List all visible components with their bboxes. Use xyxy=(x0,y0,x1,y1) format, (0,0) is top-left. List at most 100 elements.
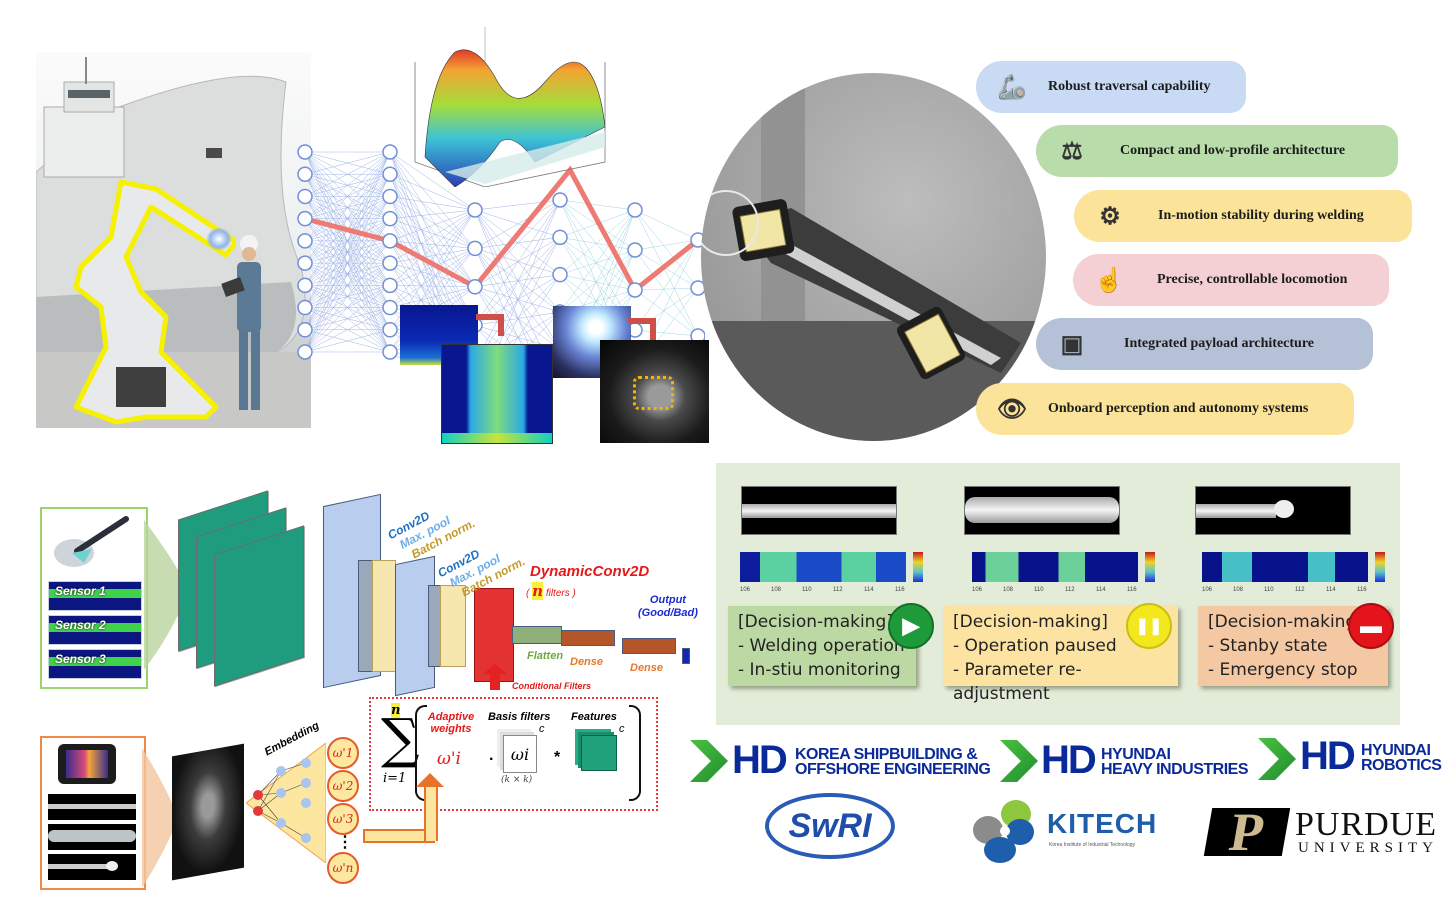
nn-edge xyxy=(389,196,458,360)
chip-network-icon: ▣ xyxy=(1060,331,1084,358)
purdue-logo-text: PURDUE xyxy=(1295,806,1438,843)
nn-edge xyxy=(474,286,561,350)
adaptive-weights-label: Adaptive weights xyxy=(427,711,475,735)
dynamic-conv-title: DynamicConv2D xyxy=(530,563,650,580)
colorbar xyxy=(1145,552,1155,582)
purdue-logo-mark: P xyxy=(1203,802,1291,862)
left-bracket xyxy=(415,705,427,801)
spectrogram-stop xyxy=(1192,552,1385,584)
nn-edge xyxy=(634,289,699,337)
kernel-size-label: (k × k) xyxy=(501,775,533,785)
crawler-robot-render xyxy=(701,73,1046,441)
nn-edge xyxy=(304,285,391,353)
spectrogram-x-tick: 108 xyxy=(1233,587,1244,593)
spectrogram-x-tick: 112 xyxy=(1065,587,1075,593)
nn-edge xyxy=(634,287,699,291)
funnel-arrow-orange xyxy=(142,748,178,888)
nn-edge xyxy=(389,209,476,308)
nn-edge xyxy=(389,248,476,308)
spectrogram-x-tick: 116 xyxy=(1357,587,1367,593)
spectrogram-paused xyxy=(962,552,1155,584)
nn-edge xyxy=(559,199,636,291)
bead-image-2 xyxy=(48,824,136,850)
melt-pool-image xyxy=(172,743,244,881)
play-icon[interactable]: ▶ xyxy=(888,603,934,649)
embedding-network xyxy=(246,743,326,863)
weld-pool-processed-image xyxy=(600,340,709,443)
stop-icon[interactable]: ▬ xyxy=(1348,603,1394,649)
spectrogram-x-tick: 114 xyxy=(1096,587,1106,593)
bead-broken-image xyxy=(1195,486,1351,535)
nn-node xyxy=(690,280,705,296)
eye-perception-icon: 👁 xyxy=(996,396,1028,423)
nn-edge xyxy=(474,248,561,350)
nn-edge xyxy=(502,274,561,360)
bn-layer-2 xyxy=(440,585,466,667)
adaptive-weight-symbol: ω'i xyxy=(437,749,461,769)
spectrogram-x-tick: 108 xyxy=(771,587,782,593)
colorbar xyxy=(1375,552,1385,582)
hd-ksoe-chevron-icon xyxy=(690,740,728,782)
nn-edge xyxy=(389,209,476,264)
nn-edge xyxy=(389,196,476,326)
nn-edge xyxy=(496,237,561,360)
nn-edge xyxy=(304,240,391,353)
nn-edge xyxy=(304,262,391,353)
weights-arrow-head xyxy=(416,773,444,787)
dense-label-1: Dense xyxy=(570,656,604,668)
sum-lower-bound: i=1 xyxy=(383,771,407,786)
feature-locomotion: ☝ Precise, controllable locomotion xyxy=(1073,254,1389,306)
pause-icon[interactable]: ❚❚ xyxy=(1126,603,1172,649)
flatten-layer xyxy=(512,626,562,644)
nn-edge xyxy=(474,209,561,275)
robot-arm-outline xyxy=(73,179,236,425)
nn-edge xyxy=(304,151,391,242)
nn-edge xyxy=(474,248,530,360)
nn-edge xyxy=(474,325,506,360)
output-label: Output(Good/Bad) xyxy=(638,594,698,619)
nn-edge xyxy=(474,199,561,326)
nn-edge xyxy=(474,209,561,238)
sensor-3-signal: Sensor 3 xyxy=(48,649,142,679)
conditional-arrow-head xyxy=(483,664,507,674)
ship-welding-scene xyxy=(36,52,311,428)
nn-edge xyxy=(389,174,476,287)
spectrogram-x-tick: 114 xyxy=(1326,587,1336,593)
nn-edge xyxy=(389,248,476,264)
nn-edge xyxy=(389,174,476,326)
operator-figure xyxy=(221,235,261,410)
spectrogram-x-tick: 116 xyxy=(895,587,905,593)
kitech-logo-mark xyxy=(973,800,1034,863)
hd-ksoe-name: KOREA SHIPBUILDING &OFFSHORE ENGINEERING xyxy=(795,746,991,778)
nn-node xyxy=(297,322,313,338)
dynamic-conv-filters: ( n filters ) xyxy=(526,582,576,600)
flatten-label: Flatten xyxy=(527,650,564,662)
feature-traversal: 🦾 Robust traversal capability xyxy=(976,61,1246,113)
spectrogram-processed xyxy=(441,344,553,444)
thermal-camera-icon xyxy=(58,744,116,784)
touch-screen-gear-icon: ☝ xyxy=(1094,267,1124,294)
thermal-camera-panel xyxy=(40,736,146,890)
nn-edge xyxy=(634,329,699,337)
colorbar xyxy=(913,552,923,582)
hd-ksoe-mark: HD xyxy=(732,738,788,782)
nn-edge xyxy=(559,237,636,291)
bead-humped-image xyxy=(964,486,1120,535)
nn-edge xyxy=(559,209,636,313)
nn-node xyxy=(382,210,398,227)
kitech-logo-text: KITECH xyxy=(1047,808,1158,839)
nn-edge xyxy=(474,237,561,249)
nn-edge xyxy=(304,218,391,353)
nn-edge xyxy=(389,240,476,249)
acoustic-sensor-panel: Sensor 1 Sensor 2 Sensor 3 xyxy=(40,507,148,689)
nn-edge xyxy=(559,237,636,251)
dense-label-2: Dense xyxy=(630,662,664,674)
funnel-arrow-green xyxy=(144,520,189,670)
right-bracket xyxy=(629,705,641,801)
nn-node xyxy=(627,202,643,218)
welding-robot-icon: ⚙ xyxy=(1099,203,1121,230)
nn-edge xyxy=(389,286,476,308)
spectrogram-x-tick: 110 xyxy=(1034,587,1044,593)
spectrogram-x-tick: 106 xyxy=(972,587,983,593)
